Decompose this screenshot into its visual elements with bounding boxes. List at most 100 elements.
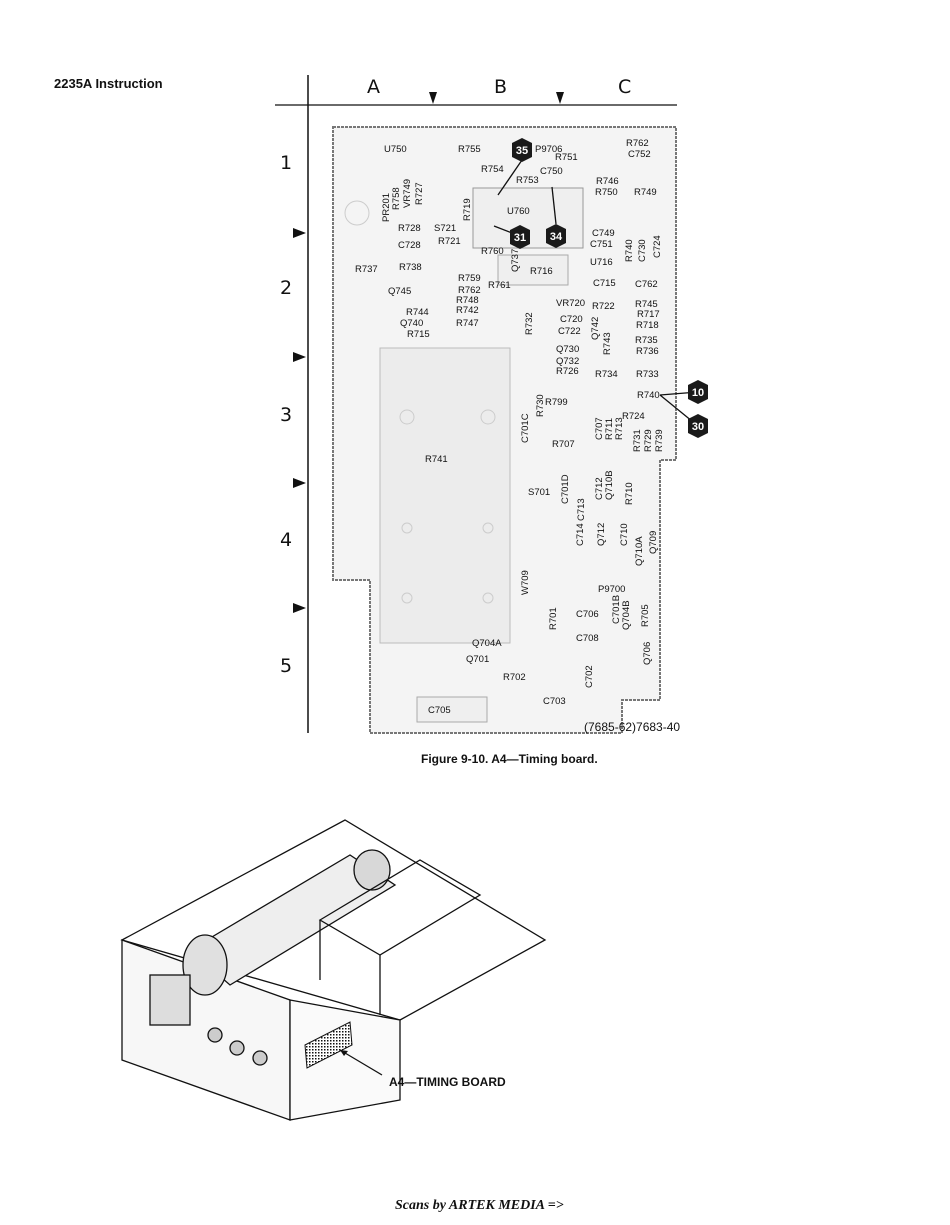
footer-credit: Scans by ARTEK MEDIA => <box>395 1198 564 1213</box>
component-label-c705: C705 <box>428 705 451 716</box>
component-label-c722: C722 <box>558 326 581 337</box>
component-label-c706: C706 <box>576 609 599 620</box>
component-label-r760: R760 <box>481 246 504 257</box>
component-label-c728: C728 <box>398 240 421 251</box>
component-label-c715: C715 <box>593 278 616 289</box>
component-label-c702: C702 <box>584 665 595 688</box>
component-label-r743: R743 <box>602 332 613 355</box>
component-label-c750: C750 <box>540 166 563 177</box>
component-label-r762: R762 <box>458 285 481 296</box>
component-label-c720: C720 <box>560 314 583 325</box>
component-label-q745: Q745 <box>388 286 411 297</box>
component-label-r762: R762 <box>626 138 649 149</box>
component-label-r707: R707 <box>552 439 575 450</box>
component-label-r711: R711 <box>604 418 615 440</box>
component-label-c708: C708 <box>576 633 599 644</box>
component-label-c703: C703 <box>543 696 566 707</box>
component-label-c762: C762 <box>635 279 658 290</box>
component-label-r746: R746 <box>596 176 619 187</box>
component-label-s721: S721 <box>434 223 456 234</box>
component-label-r739: R739 <box>654 429 665 452</box>
component-label-r733: R733 <box>636 369 659 380</box>
component-label-r716: R716 <box>530 266 553 277</box>
component-label-r740: R740 <box>624 239 635 262</box>
component-label-r702: R702 <box>503 672 526 683</box>
component-label-r730: R730 <box>535 394 546 417</box>
row-marker-4-5 <box>293 603 306 613</box>
grid-row-4: 4 <box>280 529 293 551</box>
svg-text:34: 34 <box>550 231 563 243</box>
component-label-p9700: P9700 <box>598 584 625 595</box>
component-label-s701: S701 <box>528 487 550 498</box>
component-label-r724: R724 <box>622 411 645 422</box>
grid-row-2: 2 <box>280 277 293 299</box>
component-label-r701: R701 <box>548 607 559 630</box>
component-label-r754: R754 <box>481 164 504 175</box>
component-label-q710a: Q710A <box>634 536 645 566</box>
timing-board-label: A4—TIMING BOARD <box>389 1075 506 1089</box>
callout-31: 31 <box>510 225 530 249</box>
component-label-r732: R732 <box>524 312 535 335</box>
component-label-r744: R744 <box>406 307 429 318</box>
page-header-title: 2235A Instruction <box>54 76 163 91</box>
component-label-r749: R749 <box>634 187 657 198</box>
component-label-r728: R728 <box>398 223 421 234</box>
component-label-r726: R726 <box>556 366 579 377</box>
component-label-q704b: Q704B <box>621 600 632 630</box>
column-marker-bc <box>556 92 564 104</box>
svg-text:30: 30 <box>692 421 704 433</box>
column-marker-ab <box>429 92 437 104</box>
switch-block-s701 <box>379 347 511 644</box>
component-label-r753: R753 <box>516 175 539 186</box>
component-label-q732: Q732 <box>556 356 579 367</box>
ic-u716 <box>497 254 569 286</box>
component-label-r710: R710 <box>624 482 635 505</box>
component-label-r738: R738 <box>399 262 422 273</box>
grid-row-3: 3 <box>280 404 293 426</box>
component-label-q712: Q712 <box>596 523 607 546</box>
component-label-r718: R718 <box>636 320 659 331</box>
component-label-p9706: P9706 <box>535 144 562 155</box>
grid-row-5: 5 <box>280 655 293 677</box>
component-label-c710: C710 <box>619 523 630 546</box>
component-label-c752: C752 <box>628 149 651 160</box>
grid-column-c: C <box>618 76 632 98</box>
component-label-r737: R737 <box>355 264 378 275</box>
row-marker-3-4 <box>293 478 306 488</box>
component-label-r713: R713 <box>614 417 625 440</box>
component-label-r734: R734 <box>595 369 618 380</box>
component-label-r705: R705 <box>640 604 651 627</box>
callout-30: 30 <box>688 414 708 438</box>
component-label-c701b: C701B <box>611 595 622 624</box>
component-label-pr201: PR201 <box>381 193 392 222</box>
component-label-vr749: VR749 <box>402 179 413 208</box>
component-label-r740: R740 <box>637 390 660 401</box>
component-label-q704a: Q704A <box>472 638 502 649</box>
component-label-q709: Q709 <box>648 531 659 554</box>
component-label-r761: R761 <box>488 280 511 291</box>
component-label-r722: R722 <box>592 301 615 312</box>
component-label-r729: R729 <box>643 429 654 452</box>
component-label-r747: R747 <box>456 318 479 329</box>
component-label-r745: R745 <box>635 299 658 310</box>
component-label-c730: C730 <box>637 239 648 262</box>
component-label-q742: Q742 <box>590 317 601 340</box>
component-label-q706: Q706 <box>642 642 653 665</box>
svg-text:35: 35 <box>516 145 528 157</box>
component-label-q701: Q701 <box>466 654 489 665</box>
component-label-r741: R741 <box>425 454 448 465</box>
component-label-q740: Q740 <box>400 318 423 329</box>
component-label-c707: C707 <box>594 417 605 440</box>
component-label-r721: R721 <box>438 236 461 247</box>
component-label-c712: C712 <box>594 477 605 500</box>
component-label-r736: R736 <box>636 346 659 357</box>
component-label-q737: Q737 <box>510 249 521 272</box>
component-label-c751: C751 <box>590 239 613 250</box>
component-label-r759: R759 <box>458 273 481 284</box>
component-label-r715: R715 <box>407 329 430 340</box>
plate-id: (7685-62)7683-40 <box>584 720 681 734</box>
component-label-r755: R755 <box>458 144 481 155</box>
component-label-w709: W709 <box>520 570 531 595</box>
component-label-c713: C713 <box>576 498 587 521</box>
